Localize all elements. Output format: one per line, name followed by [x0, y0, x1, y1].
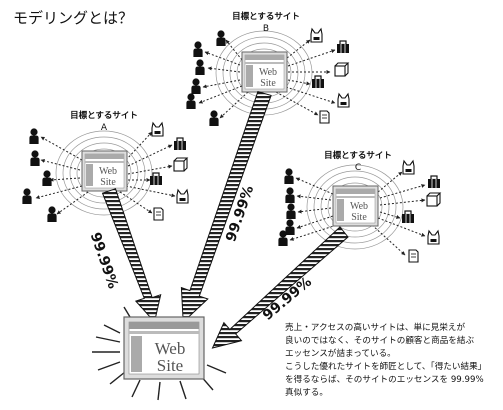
product-icon	[334, 62, 349, 77]
product-icon	[151, 122, 164, 137]
description-line: こうした優れたサイトを師匠として、「得たい結果」	[285, 362, 487, 372]
web-site-icon: Web Site	[241, 51, 288, 93]
web-icon-line2: Site	[157, 356, 183, 375]
person-icon	[191, 78, 201, 94]
product-icon	[402, 160, 415, 175]
person-icon	[22, 188, 32, 204]
site-b-label: 目標とするサイト	[232, 11, 300, 22]
site-c-rings	[306, 164, 404, 250]
site-c-products	[401, 160, 441, 263]
person-icon	[195, 59, 205, 75]
web-icon-line1: Web	[155, 339, 186, 358]
description-line: 良いのではなく、そのサイトの顧客と商品を結ぶ	[285, 336, 475, 346]
page-title: モデリングとは？	[13, 9, 134, 27]
product-icon	[319, 110, 330, 124]
web-icon-line2: Site	[100, 177, 116, 188]
product-icon	[427, 230, 440, 245]
web-site-icon: Web Site	[123, 316, 205, 380]
site-a-label: 目標とするサイト	[70, 110, 138, 121]
product-icon	[336, 40, 350, 54]
person-icon	[284, 168, 294, 184]
site-b-cluster: 目標とするサイト B	[186, 11, 350, 126]
arrow-c	[211, 226, 349, 349]
web-site-icon: Web Site	[81, 150, 128, 192]
product-icon	[401, 210, 415, 224]
product-icon	[153, 207, 164, 221]
person-icon	[186, 93, 196, 109]
site-c-cluster: 目標とするサイト C	[278, 150, 441, 263]
site-b-products	[310, 28, 350, 124]
person-icon	[285, 187, 295, 203]
site-b-letter: B	[263, 24, 269, 34]
person-icon	[29, 128, 39, 144]
person-icon	[47, 206, 57, 222]
site-c-label: 目標とするサイト	[324, 150, 392, 161]
web-site-icon: Web Site	[332, 185, 379, 227]
description-line: を得るならば、そのサイトのエッセンスを 99.99%	[285, 375, 484, 385]
arrow-a	[101, 188, 162, 324]
site-a-rings	[55, 130, 153, 216]
main-site: Web Site	[92, 306, 227, 401]
product-icon	[427, 175, 441, 189]
product-icon	[426, 192, 441, 207]
person-icon	[278, 230, 288, 246]
web-icon-line1: Web	[259, 67, 277, 78]
web-icon-line1: Web	[350, 201, 368, 212]
site-c-arrows	[289, 171, 426, 256]
description-line: 売上・アクセスの高いサイトは、単に見栄えが	[285, 323, 466, 333]
product-icon	[408, 249, 419, 263]
person-icon	[209, 110, 219, 126]
person-icon	[285, 219, 295, 235]
site-b-arrows	[198, 39, 336, 119]
product-icon	[337, 93, 350, 108]
description-line: エッセンスが詰まっている。	[285, 349, 396, 359]
product-icon	[310, 28, 323, 43]
product-icon	[311, 75, 325, 89]
product-icon	[176, 189, 189, 204]
percent-a: 99.99%	[87, 231, 121, 291]
description-line: 真似する。	[285, 388, 328, 398]
site-a-cluster: 目標とするサイト A	[22, 110, 189, 222]
person-icon	[193, 41, 203, 57]
site-c-letter: C	[355, 163, 361, 173]
web-icon-line1: Web	[99, 166, 117, 177]
person-icon	[42, 170, 52, 186]
product-icon	[173, 137, 187, 151]
arrow-b	[180, 90, 272, 324]
site-a-products	[149, 122, 189, 221]
person-icon	[216, 30, 226, 46]
person-icon	[30, 150, 40, 166]
site-c-people	[278, 168, 296, 246]
site-b-people	[186, 30, 226, 126]
product-icon	[173, 157, 188, 172]
description-text: 売上・アクセスの高いサイトは、単に見栄えが 良いのではなく、そのサイトの顧客と商…	[285, 322, 499, 400]
web-icon-line2: Site	[351, 212, 367, 223]
site-a-arrows	[35, 131, 176, 215]
web-icon-line2: Site	[260, 78, 276, 89]
site-a-letter: A	[101, 123, 108, 133]
site-a-people	[22, 128, 57, 222]
person-icon	[286, 203, 296, 219]
